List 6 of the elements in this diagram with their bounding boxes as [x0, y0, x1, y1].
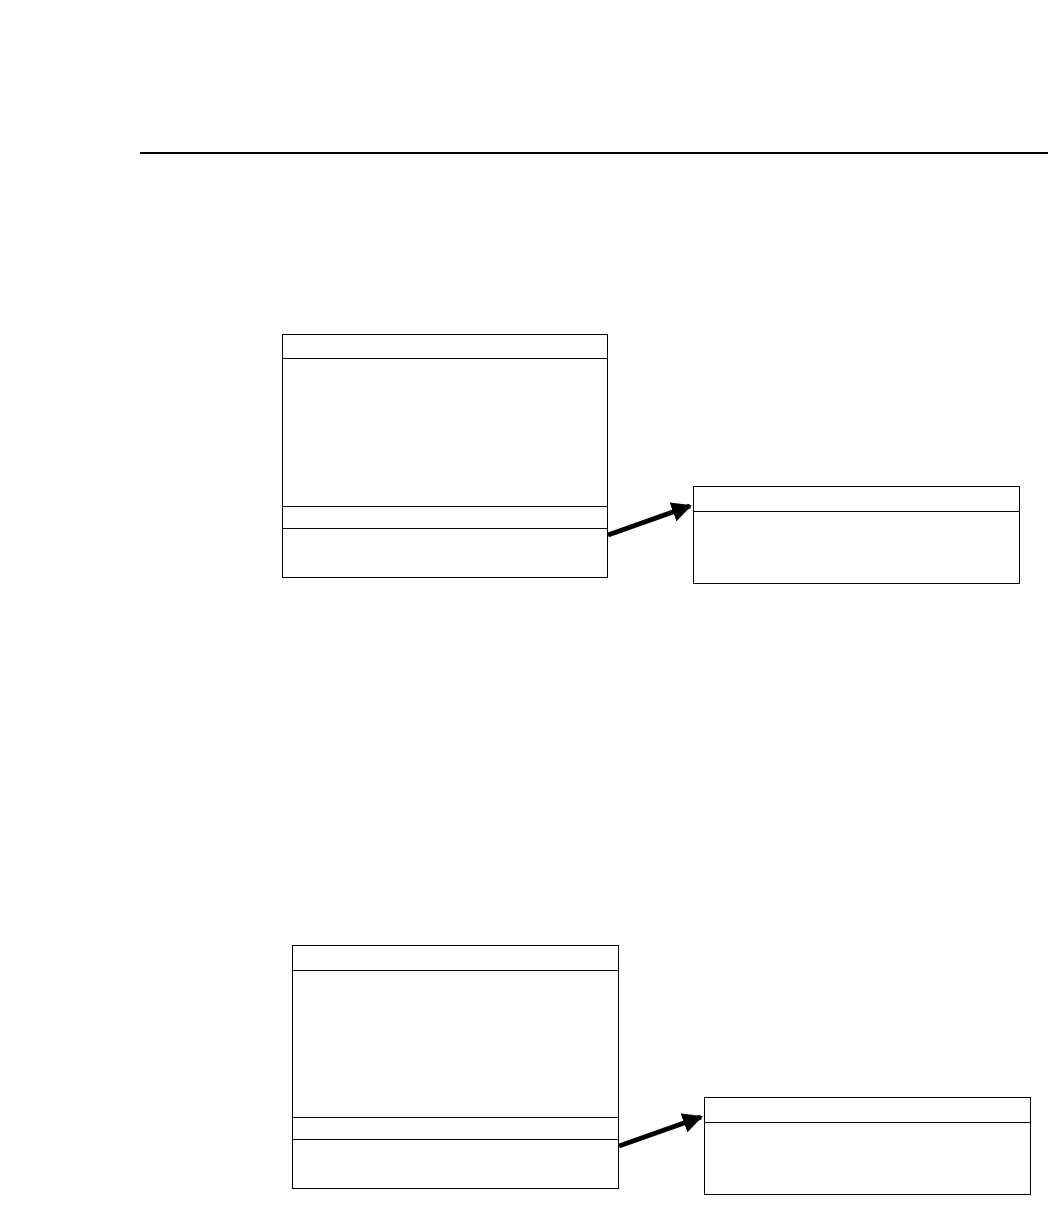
- arrow: [607, 502, 692, 538]
- arrow: [618, 1113, 703, 1149]
- class-box: [704, 1097, 1031, 1195]
- class-box: [693, 486, 1020, 584]
- class-box: [282, 334, 608, 578]
- class-box: [292, 945, 619, 1189]
